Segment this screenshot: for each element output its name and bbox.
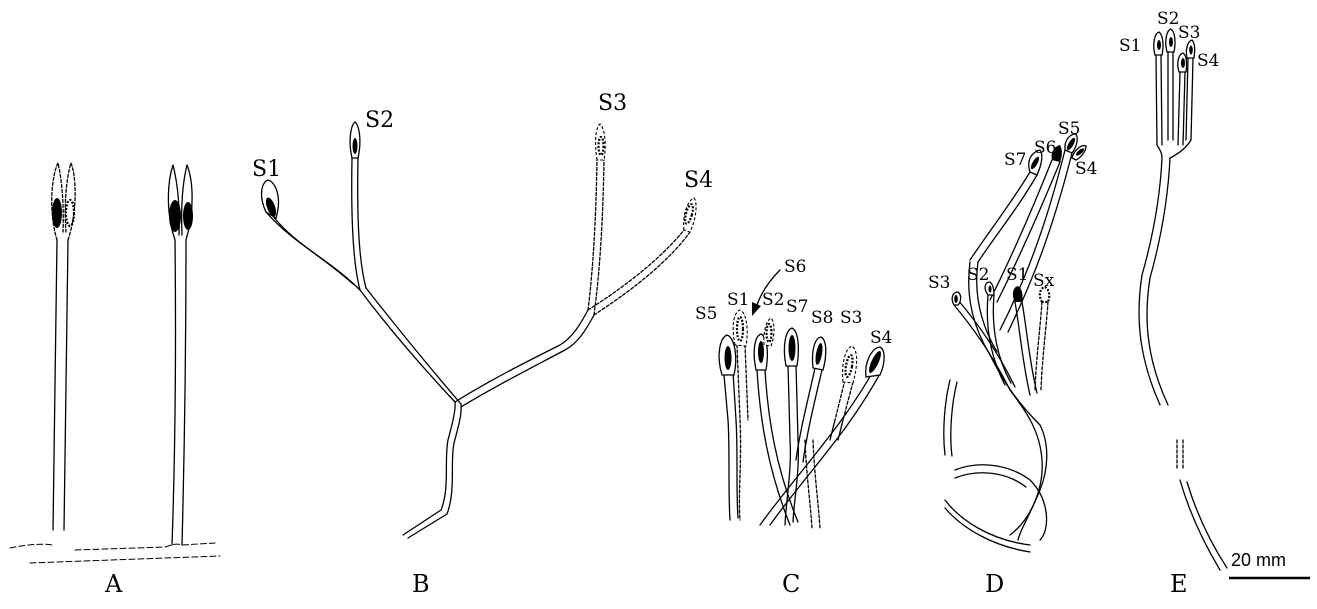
- scale-bar-label: 20 mm: [1231, 550, 1286, 570]
- sporangium-spores: [954, 295, 958, 303]
- panel-a-drawing: [10, 163, 220, 563]
- label-c-s5: S5: [695, 304, 717, 324]
- sporangium-spores: [1169, 37, 1173, 47]
- sporangium-spores: [52, 198, 62, 228]
- panel-label-a: A: [104, 570, 123, 598]
- panel-a-specimen-right: [168, 165, 193, 545]
- label-c-s2: S2: [762, 290, 784, 310]
- label-e-s4: S4: [1197, 51, 1219, 71]
- label-d-s5: S5: [1058, 119, 1080, 139]
- label-d-s2: S2: [967, 265, 989, 285]
- sporangium-spores: [758, 341, 764, 363]
- label-c-s8: S8: [811, 308, 833, 328]
- panel-label-c: C: [782, 570, 800, 598]
- label-b-s2: S2: [365, 108, 394, 133]
- sporangium-spores: [1157, 40, 1161, 50]
- label-b-s1: S1: [252, 157, 281, 182]
- panel-label-d: D: [985, 570, 1004, 598]
- label-c-s1: S1: [727, 290, 749, 310]
- panel-label-b: B: [412, 570, 430, 598]
- label-c-s7: S7: [786, 297, 808, 317]
- label-d-s1: S1: [1006, 265, 1028, 285]
- label-d-s7: S7: [1004, 150, 1026, 170]
- label-c-s4: S4: [870, 328, 892, 348]
- label-e-s3: S3: [1178, 23, 1200, 43]
- label-c-s3: S3: [840, 308, 862, 328]
- scale-bar: 20 mm: [1229, 550, 1310, 578]
- label-e-s2: S2: [1157, 9, 1179, 29]
- sporangium-spores: [725, 346, 732, 370]
- label-c-s6: S6: [784, 257, 806, 277]
- label-e-s1: S1: [1119, 36, 1141, 56]
- sporangium-spores: [789, 335, 796, 361]
- label-d-sx: Sx: [1033, 271, 1055, 291]
- panel-e-drawing: [1139, 29, 1227, 570]
- panel-d-drawing: [944, 134, 1086, 552]
- sporangium-spores: [1181, 58, 1185, 68]
- label-d-s6: S6: [1034, 138, 1056, 158]
- sporangium-spores: [183, 202, 193, 230]
- label-b-s4: S4: [684, 168, 713, 193]
- sporangium-spores: [1189, 46, 1193, 55]
- panel-label-e: E: [1170, 570, 1188, 598]
- panel-a-specimen-left: [52, 163, 75, 530]
- label-d-s3: S3: [928, 273, 950, 293]
- label-d-s4: S4: [1075, 159, 1097, 179]
- panel-b-drawing: [262, 122, 697, 538]
- sporangium-spores: [353, 138, 358, 154]
- sporangium-spores: [989, 286, 992, 293]
- label-b-s3: S3: [598, 91, 627, 116]
- sporangium-spores: [169, 200, 181, 232]
